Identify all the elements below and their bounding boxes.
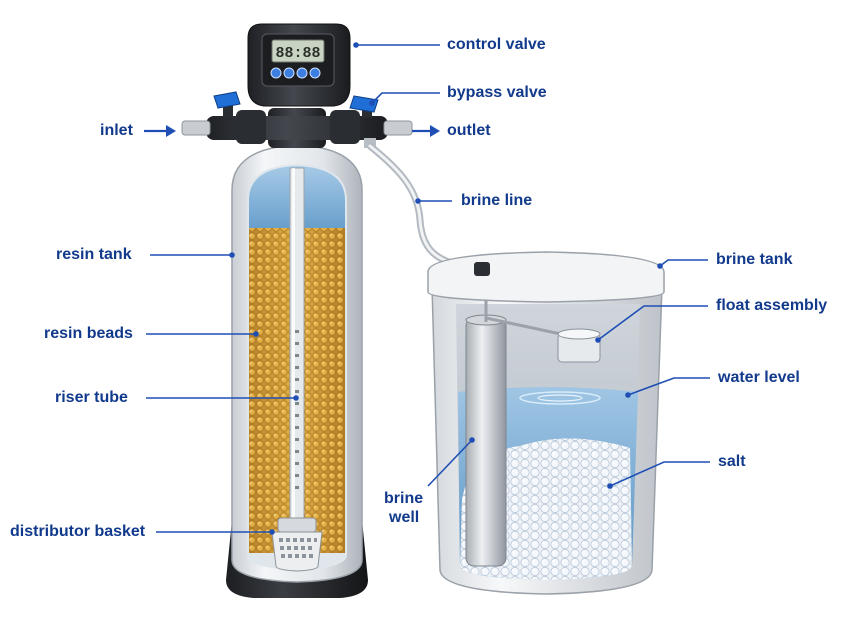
- riser-tube-highlight: [292, 168, 295, 526]
- float-rod: [484, 300, 571, 338]
- label-bypass-valve: bypass valve: [447, 84, 547, 101]
- label-salt: salt: [718, 453, 746, 470]
- label-brine-well-line2: well: [389, 509, 420, 526]
- label-distributor-basket: distributor basket: [10, 523, 146, 540]
- resin-tank: [226, 144, 368, 598]
- outlet-pipe: [383, 120, 413, 136]
- label-water-level: water level: [718, 369, 800, 386]
- label-float-assembly: float assembly: [716, 297, 828, 314]
- riser-slots: [295, 330, 299, 489]
- label-resin-beads: resin beads: [44, 325, 133, 342]
- brine-tank: [427, 251, 665, 595]
- label-riser-tube: riser tube: [55, 389, 128, 406]
- brine-tank-lid: [427, 251, 665, 303]
- float-shape: [557, 328, 601, 363]
- brine-line-tube: [366, 142, 476, 272]
- distributor-basket-shape: [271, 517, 323, 572]
- label-brine-tank: brine tank: [716, 251, 793, 268]
- bypass-knob-left[interactable]: [213, 91, 241, 118]
- label-inlet: inlet: [100, 122, 133, 139]
- inlet-pipe: [181, 120, 211, 136]
- water-ripple-1: [519, 391, 601, 405]
- water-ripple-2: [537, 394, 583, 402]
- bypass-knob-right[interactable]: [349, 95, 379, 118]
- label-control-valve: control valve: [447, 36, 546, 53]
- leader-lines: [144, 42, 710, 535]
- control-valve-assembly: 88:88: [181, 23, 413, 148]
- lid-fitting: [474, 262, 490, 276]
- label-outlet: outlet: [447, 122, 491, 139]
- lcd-digits: 88:88: [275, 45, 320, 62]
- label-brine-well-line1: brine: [384, 490, 424, 507]
- lcd-screen: [271, 39, 325, 63]
- valve-button-4[interactable]: [309, 67, 321, 79]
- valve-button-2[interactable]: [283, 67, 295, 79]
- label-resin-tank: resin tank: [56, 246, 132, 263]
- valve-button-1[interactable]: [270, 67, 282, 79]
- label-brine-line: brine line: [461, 192, 533, 209]
- valve-button-3[interactable]: [296, 67, 308, 79]
